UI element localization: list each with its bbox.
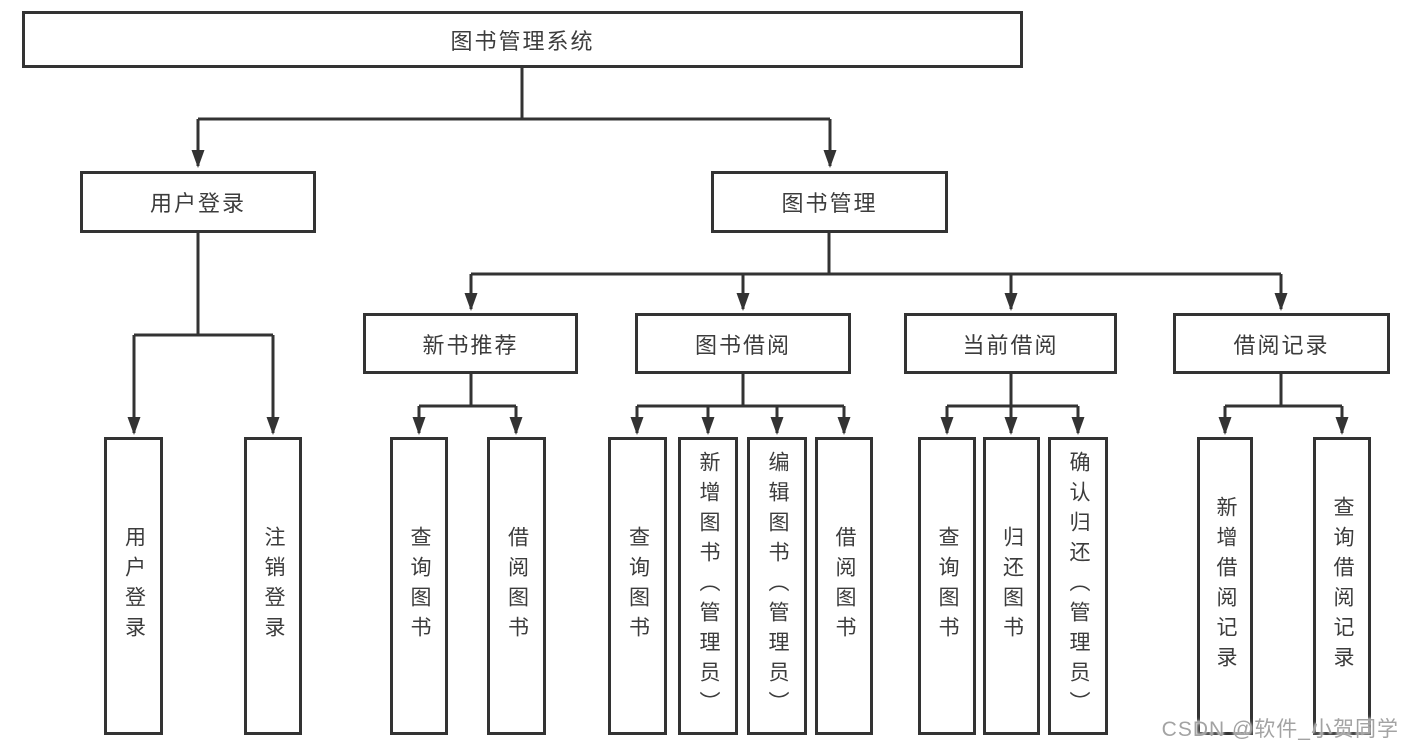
leaf-return-books: 归还图书 — [983, 437, 1040, 735]
node-book-borrowing: 图书借阅 — [635, 313, 851, 374]
leaf-add-books-admin: 新增图书（管理员） — [678, 437, 738, 735]
csdn-watermark: CSDN @软件_小贺同学 — [1161, 718, 1399, 741]
leaf-query-borrow-record: 查询借阅记录 — [1313, 437, 1371, 735]
node-root-library-system: 图书管理系统 — [22, 11, 1023, 68]
leaf-borrow-books-recommend: 借阅图书 — [487, 437, 546, 735]
node-current-borrowing: 当前借阅 — [904, 313, 1117, 374]
leaf-borrow-books: 借阅图书 — [815, 437, 873, 735]
leaf-query-books-current: 查询图书 — [918, 437, 976, 735]
node-book-management-branch: 图书管理 — [711, 171, 948, 233]
node-new-book-recommendation: 新书推荐 — [363, 313, 578, 374]
leaf-add-borrow-record: 新增借阅记录 — [1197, 437, 1253, 735]
leaf-edit-books-admin: 编辑图书（管理员） — [747, 437, 807, 735]
leaf-logout: 注销登录 — [244, 437, 302, 735]
leaf-confirm-return-admin: 确认归还（管理员） — [1048, 437, 1108, 735]
leaf-query-books-recommend: 查询图书 — [390, 437, 448, 735]
node-borrowing-records: 借阅记录 — [1173, 313, 1390, 374]
leaf-user-login: 用户登录 — [104, 437, 163, 735]
node-user-login-branch: 用户登录 — [80, 171, 316, 233]
leaf-query-books-borrowing: 查询图书 — [608, 437, 667, 735]
